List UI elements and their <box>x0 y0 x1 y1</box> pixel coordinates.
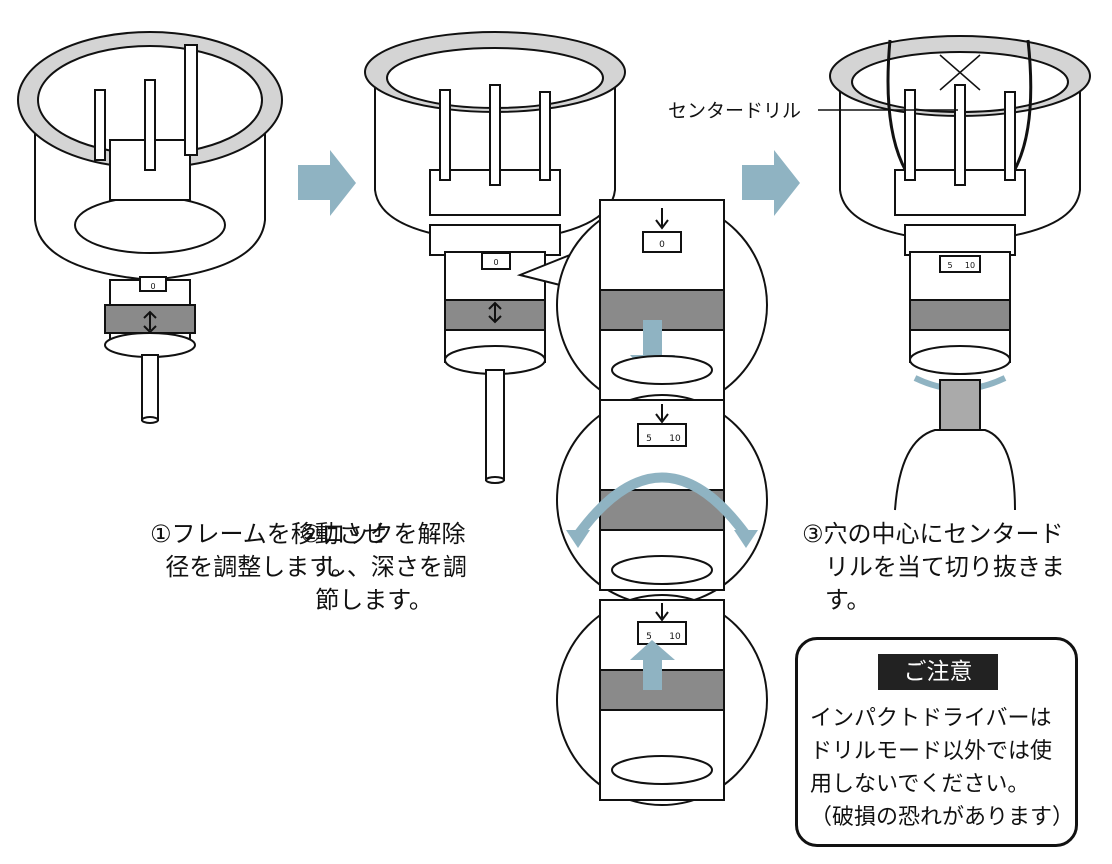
dial-mark-ten-2: 10 <box>669 632 681 642</box>
step-3-caption: ③穴の中心にセンタード リルを当て切り抜きま す。 <box>802 520 1065 614</box>
dial-mark-zero-3: 0 <box>659 240 665 250</box>
process-arrow-2 <box>742 150 800 216</box>
dial-mark-five-2: 5 <box>646 632 652 642</box>
step-1-caption: ①フレームを移動させ 径を調整します。 <box>150 520 387 581</box>
dial-mark-five-1: 5 <box>646 434 652 444</box>
center-drill-label: センタードリル <box>668 100 802 122</box>
step-2-caption: ②ロックを解除 し、深さを調 節します。 <box>300 520 467 614</box>
process-arrow-1 <box>298 150 356 216</box>
caution-title: ご注意 <box>878 654 998 690</box>
caution-box: ご注意 インパクトドライバーは ドリルモード以外では使 用しないでください。 （… <box>795 637 1078 847</box>
hole-saw-illustration-1: 0 <box>17 31 283 424</box>
caution-text: インパクトドライバーは ドリルモード以外では使 用しないでください。 （破損の恐… <box>810 706 1075 830</box>
dial-mark-zero-2: 0 <box>493 258 498 267</box>
dial-mark-ten-3: 10 <box>965 261 975 270</box>
hole-saw-illustration-3: 5 10 <box>829 35 1091 511</box>
dial-mark-five-3: 5 <box>947 261 952 270</box>
dial-mark-ten-1: 10 <box>669 434 681 444</box>
dial-mark-zero-1: 0 <box>150 282 155 291</box>
detail-view-locked: 5 10 <box>556 594 768 806</box>
detail-view-unlocked: 0 <box>556 199 768 411</box>
detail-view-adjust: 5 10 <box>556 394 768 606</box>
